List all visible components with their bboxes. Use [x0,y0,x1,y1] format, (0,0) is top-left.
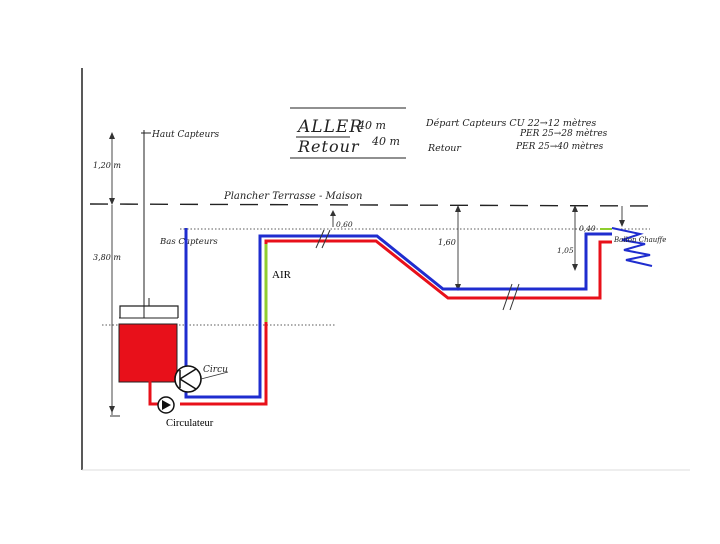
aller-description: Départ Capteurs CU 22→12 mètres [425,118,596,129]
retour-label: Retour [297,137,360,156]
aller-label: ALLER [296,117,363,137]
cold-pipe [184,228,612,399]
dim-1-60: 1,60 [438,238,456,247]
dim-0-40-marker: 0,40 1,05 [557,205,625,271]
plancher-line: Plancher Terrasse - Maison [89,191,661,207]
collector-reference: Haut Capteurs 1,20 m 3,80 m [93,130,220,417]
circulateur-label: Circulateur [166,418,214,429]
title-block: ALLER 40 m Retour 40 m Départ Capteurs C… [290,107,608,159]
bas-capteurs-label: Bas Capteurs [159,237,218,247]
circu-pump [174,365,229,393]
dim-1-20: 1,20 m [93,161,121,170]
dim-0-60-marker: 0,60 [330,210,353,229]
pipe-break-marks [315,229,520,311]
retour-description: Retour [427,143,462,154]
circulateur-pump [157,396,175,414]
aller-description-per: PER 25→28 mètres [519,128,608,139]
dim-1-60-marker: 1,60 [438,205,461,291]
air-label: AIR [272,269,292,281]
dim-3-80: 3,80 m [93,253,121,262]
tank-body [118,323,178,383]
aller-length: 40 m [357,119,386,132]
plancher-label: Plancher Terrasse - Maison [223,191,363,202]
ballon-chauffe: Ballon Chauffe [611,227,666,267]
dim-0-40: 0,40 [579,224,596,233]
retour-description-per: PER 25→40 mètres [515,141,604,152]
dim-1-05: 1,05 [557,246,574,255]
dim-0-60: 0,60 [336,220,353,229]
storage-tank [118,298,179,383]
hot-pipe [148,239,612,406]
retour-length: 40 m [371,135,400,148]
circu-label: Circu [203,365,228,375]
ballon-label: Ballon Chauffe [613,236,666,244]
haut-capteurs-label: Haut Capteurs [151,130,220,140]
